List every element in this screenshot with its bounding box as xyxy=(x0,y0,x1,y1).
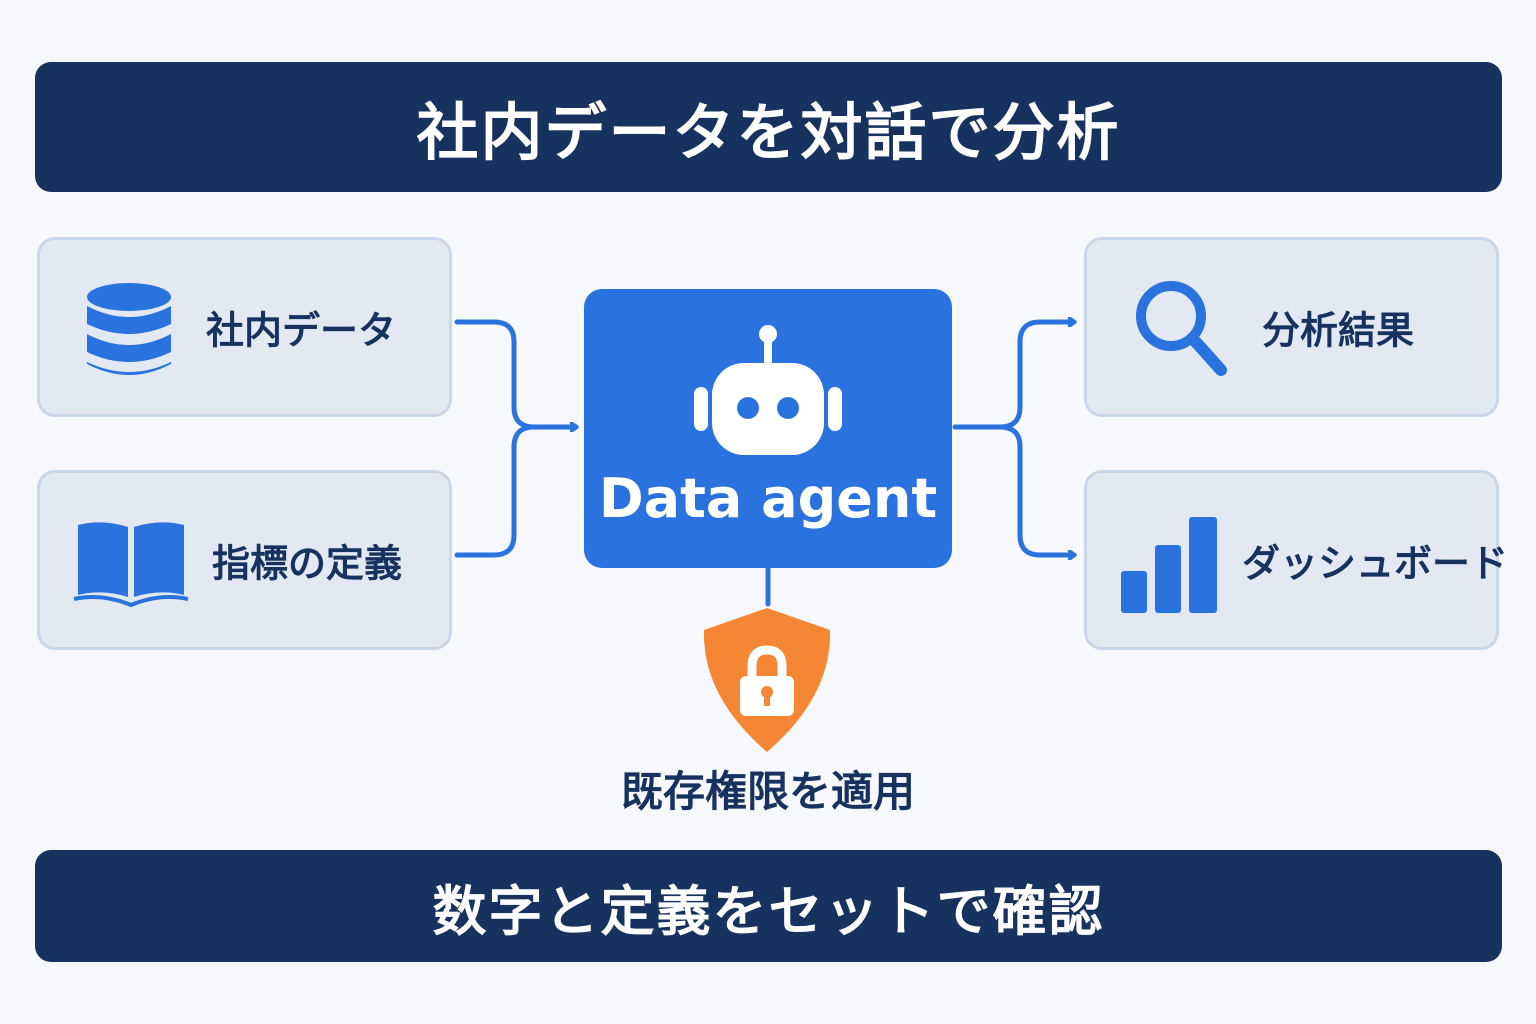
page-title: 社内データを対話で分析 xyxy=(35,62,1502,192)
footer-banner: 数字と定義をセットで確認 xyxy=(35,850,1502,962)
book-icon xyxy=(73,522,189,608)
database-icon xyxy=(87,283,171,375)
robot-icon xyxy=(694,325,842,455)
output-card-analysis-result: 分析結果 xyxy=(1084,237,1499,417)
output-label-analysis-result: 分析結果 xyxy=(1262,308,1415,353)
input-card-kpi-definition: 指標の定義 xyxy=(37,470,452,650)
connector-agent-to-analysis-result xyxy=(952,322,1074,430)
search-icon xyxy=(1136,281,1227,376)
input-label-internal-data: 社内データ xyxy=(206,308,397,353)
connector-agent-to-dashboard xyxy=(997,424,1074,555)
permission-label: 既存権限を適用 xyxy=(620,767,915,816)
data-agent-label: Data agent xyxy=(598,467,938,530)
data-agent-box: Data agent xyxy=(584,289,952,568)
output-label-dashboard: ダッシュボード xyxy=(1242,541,1509,586)
output-card-dashboard: ダッシュボード xyxy=(1084,470,1508,650)
shield-lock-icon xyxy=(703,608,831,752)
footer-text: 数字と定義をセットで確認 xyxy=(432,879,1105,943)
input-label-kpi-definition: 指標の定義 xyxy=(212,541,403,586)
connector-kpi-definition-to-agent xyxy=(454,424,537,558)
connector-internal-data-to-agent xyxy=(454,319,576,427)
input-card-internal-data: 社内データ xyxy=(37,237,452,417)
page-title-text: 社内データを対話で分析 xyxy=(416,96,1121,169)
bar-chart-icon xyxy=(1121,517,1217,613)
